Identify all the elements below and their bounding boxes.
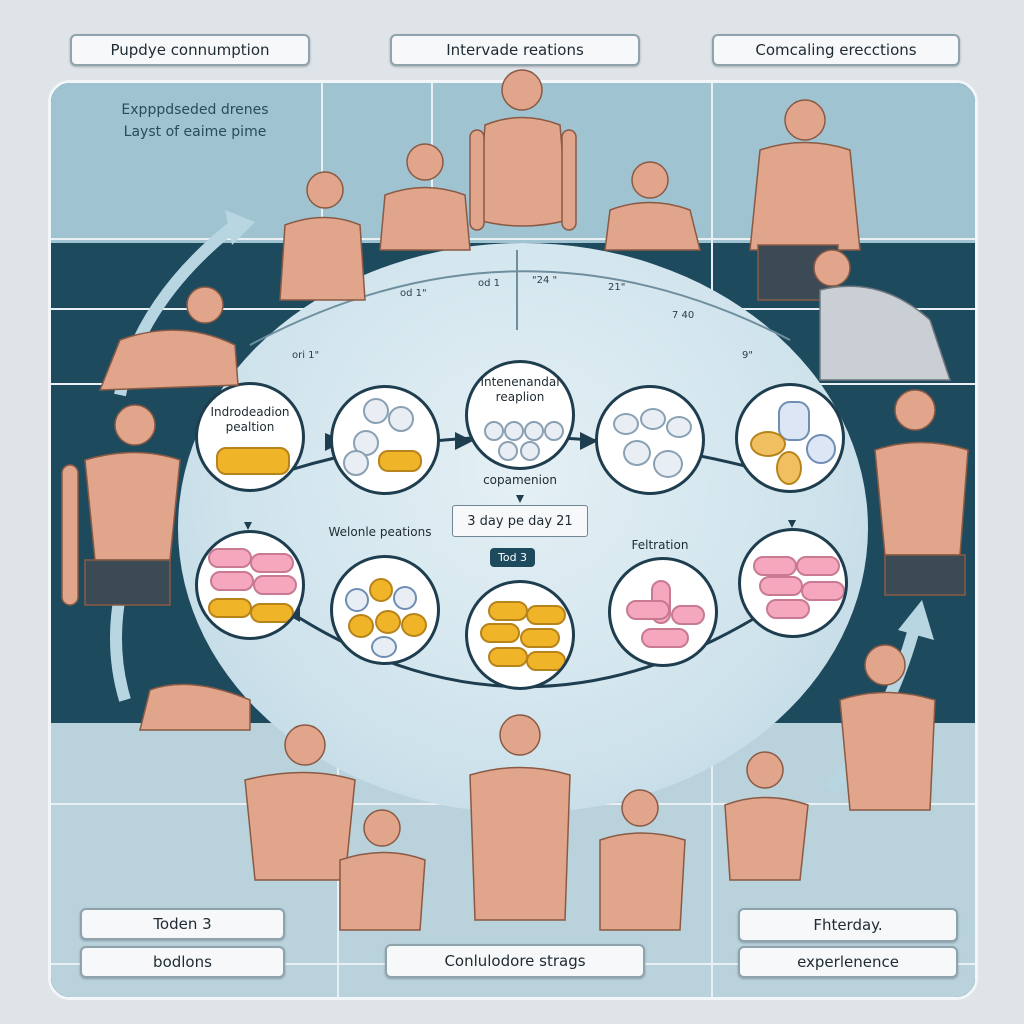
cycle-node-9 bbox=[608, 557, 718, 667]
pill-icon bbox=[345, 588, 369, 612]
day-tick: od 1" bbox=[400, 288, 427, 299]
pill-icon bbox=[520, 628, 560, 648]
pill-icon bbox=[363, 398, 389, 424]
pill-icon bbox=[801, 581, 845, 601]
pill-icon bbox=[778, 401, 810, 441]
figure-top-left bbox=[98, 143, 471, 391]
top-left-note-line-2: Layst of eaime pime bbox=[123, 124, 267, 140]
day-tick: od 1 bbox=[478, 278, 501, 289]
cycle-node-10 bbox=[738, 528, 848, 638]
bottom-label-right-bottom: experlenence bbox=[738, 946, 958, 978]
pill-icon bbox=[640, 408, 666, 430]
cycle-node-9-label: Feltration bbox=[631, 538, 689, 552]
bottom-label-right-top: Fhterday. bbox=[738, 908, 958, 942]
pill-icon bbox=[526, 651, 566, 671]
pill-icon bbox=[216, 447, 290, 475]
pill-icon bbox=[626, 600, 670, 620]
outer-left-arrow-head bbox=[225, 210, 255, 245]
pill-icon bbox=[388, 406, 414, 432]
figure-left-mid bbox=[61, 404, 181, 606]
arc-top bbox=[249, 270, 791, 346]
center-caption: copamenion bbox=[483, 473, 557, 487]
small-arrow-2 bbox=[516, 495, 524, 503]
pill-icon bbox=[253, 575, 297, 595]
figure-top-right bbox=[604, 99, 861, 301]
cycle-node-3-label: Intenenandal reaplion bbox=[480, 375, 560, 404]
figure-top-center bbox=[469, 69, 577, 231]
pill-icon bbox=[375, 610, 401, 634]
pill-icon bbox=[348, 614, 374, 638]
bottom-label-left-top: Toden 3 bbox=[80, 908, 285, 940]
outer-right-arrow-head bbox=[898, 600, 934, 640]
pill-icon bbox=[498, 441, 518, 461]
pill-icon bbox=[401, 613, 427, 637]
period-box: 3 day pe day 21 bbox=[452, 505, 588, 537]
cycle-node-5 bbox=[735, 383, 845, 493]
header-label-left: Pupdye connumption bbox=[70, 34, 310, 66]
pill-icon bbox=[613, 413, 639, 435]
pill-icon bbox=[641, 628, 689, 648]
pill-icon bbox=[776, 451, 802, 485]
pill-icon bbox=[544, 421, 564, 441]
day-tick: 7 40 bbox=[672, 310, 695, 321]
cycle-node-1 bbox=[195, 382, 305, 492]
day-tick: 21" bbox=[608, 282, 626, 293]
pill-icon bbox=[671, 605, 705, 625]
header-label-right: Comcaling erecctions bbox=[712, 34, 960, 66]
grid-line bbox=[51, 238, 975, 240]
pill-icon bbox=[623, 440, 651, 466]
small-arrow-3 bbox=[788, 520, 796, 528]
grid-line bbox=[321, 83, 323, 243]
pill-icon bbox=[369, 578, 393, 602]
pill-icon bbox=[343, 450, 369, 476]
figure-bottom-row bbox=[139, 644, 936, 931]
figure-right-mid bbox=[874, 389, 969, 596]
pill-icon bbox=[480, 623, 520, 643]
cycle-node-7 bbox=[330, 555, 440, 665]
pill-icon bbox=[666, 416, 692, 438]
cycle-node-7-label: Welonle peations bbox=[328, 525, 432, 539]
day-tick: 9" bbox=[742, 350, 753, 361]
cycle-node-1-label: Indrodeadion pealtion bbox=[210, 405, 290, 434]
connector-arrow-2 bbox=[455, 432, 473, 450]
pill-icon bbox=[806, 434, 836, 464]
day-tick: "24 " bbox=[532, 275, 558, 286]
pill-icon bbox=[371, 636, 397, 658]
pill-icon bbox=[393, 586, 417, 610]
bottom-label-center: Conlulodore strags bbox=[385, 944, 645, 978]
figure-right-hoodie bbox=[813, 249, 952, 381]
pill-icon bbox=[750, 431, 786, 457]
pill-icon bbox=[250, 553, 294, 573]
pill-icon bbox=[378, 450, 422, 472]
cycle-node-4 bbox=[595, 385, 705, 495]
pill-icon bbox=[653, 450, 683, 478]
cycle-node-3 bbox=[465, 360, 575, 470]
pill-icon bbox=[524, 421, 544, 441]
outer-left-lower-arrow bbox=[110, 593, 131, 702]
cycle-node-8 bbox=[465, 580, 575, 690]
pill-icon bbox=[250, 603, 294, 623]
small-arrow-1 bbox=[244, 522, 252, 530]
pill-icon bbox=[796, 556, 840, 576]
pill-icon bbox=[484, 421, 504, 441]
header-label-center: Intervade reations bbox=[390, 34, 640, 66]
pill-icon bbox=[766, 599, 810, 619]
day-tick: ori 1" bbox=[292, 350, 320, 361]
pill-icon bbox=[520, 441, 540, 461]
bottom-label-left-bottom: bodlons bbox=[80, 946, 285, 978]
cycle-node-2 bbox=[330, 385, 440, 495]
pill-icon bbox=[504, 421, 524, 441]
day-tag: Tod 3 bbox=[490, 548, 536, 567]
pill-icon bbox=[526, 605, 566, 625]
cycle-node-6 bbox=[195, 530, 305, 640]
top-left-note-line-1: Expppdseded drenes bbox=[121, 102, 269, 118]
connector-arrow-3 bbox=[580, 432, 598, 450]
